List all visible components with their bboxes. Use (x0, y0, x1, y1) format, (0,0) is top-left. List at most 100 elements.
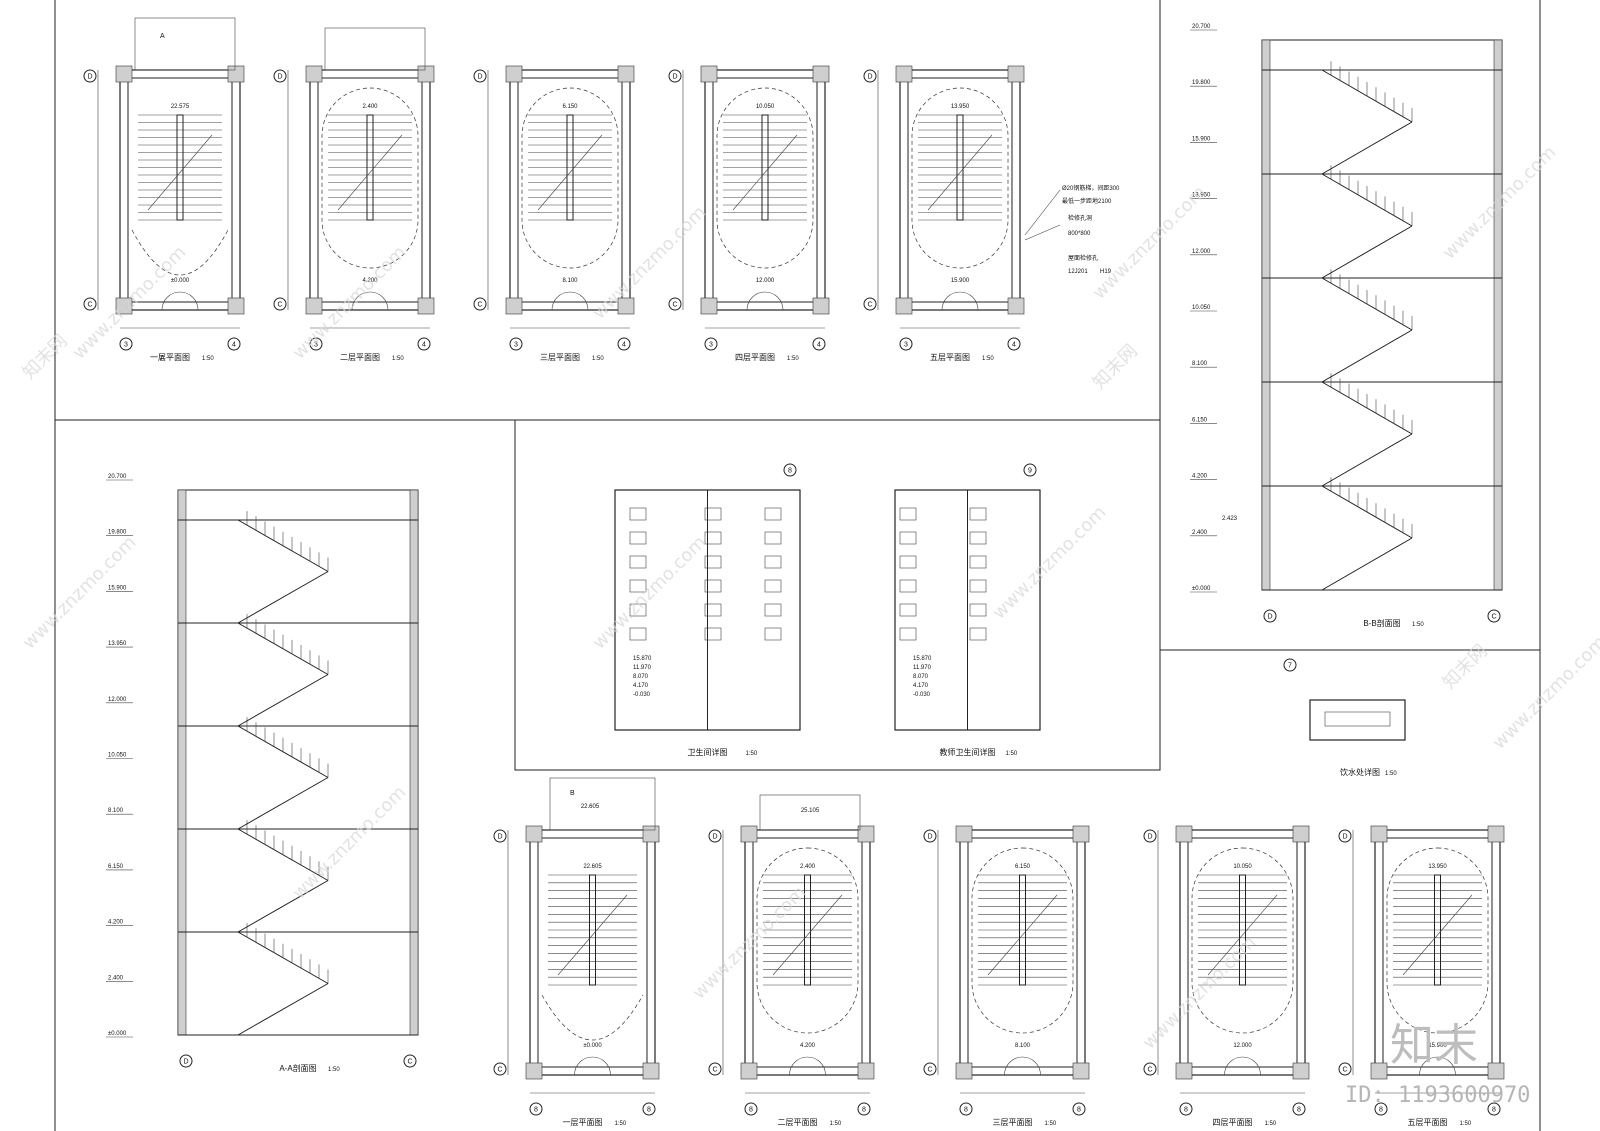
section-axis-left-label: D (183, 1059, 188, 1066)
toilet-scale: 1:50 (746, 751, 758, 757)
axis-bottom-row-circle (668, 297, 682, 311)
axis-right-col-circle (642, 1102, 656, 1116)
door-leaf-left (941, 291, 961, 311)
axis-bottom-row-label: C (672, 302, 677, 309)
axis-left-col-circle (509, 337, 523, 351)
section-level: 8.100 (108, 808, 124, 814)
toilet-stall (629, 555, 647, 569)
axis-top-row-circle (493, 829, 507, 843)
section-axis-left-circle (1263, 609, 1277, 623)
plan-upper-level: 10.050 (756, 104, 775, 110)
plan-scale: 1:50 (592, 356, 604, 362)
canopy-b-level-2 (759, 794, 861, 831)
door-leaf-right (1437, 1056, 1456, 1076)
toilet-stall (704, 531, 722, 545)
hatch-size: 800*800 (1068, 231, 1091, 237)
door-leaf-right (807, 1056, 826, 1076)
section-scale: 1:50 (1412, 622, 1424, 628)
section-axis-left-circle (179, 1054, 193, 1068)
watermark-url: www.znzmo.com (19, 532, 141, 654)
column-3 (417, 297, 435, 315)
column-2 (1175, 1062, 1193, 1080)
axis-top-row-label: D (477, 74, 482, 81)
plan-floor-level: 8.100 (1015, 1043, 1031, 1049)
column-1 (1487, 825, 1505, 843)
stair-break-line (732, 134, 798, 211)
plan-scale: 1:50 (615, 1121, 627, 1127)
plan-upper-level: 13.950 (1428, 864, 1447, 870)
column-3 (642, 1062, 660, 1080)
toilet-stall (764, 531, 782, 545)
door-leaf-left (1419, 1056, 1438, 1076)
plan-title: 四层平面图 (735, 353, 775, 362)
image-id: ID: 1193600970 (1345, 1083, 1530, 1108)
axis-bottom-row-circle (1143, 1062, 1157, 1076)
toilet-stall (629, 603, 647, 617)
axis-right-col-circle (1487, 1102, 1501, 1116)
door-leaf-right (959, 291, 979, 311)
plan-floor-level: 4.200 (800, 1043, 816, 1049)
section-level: 10.050 (108, 753, 127, 759)
door-leaf-left (574, 1056, 593, 1076)
toilet-stall (899, 555, 917, 569)
oval-track (521, 87, 619, 269)
toilet-stall (899, 603, 917, 617)
axis-top-row-circle (668, 69, 682, 83)
axis-right-col-label: 4 (422, 342, 426, 349)
section-level: 10.050 (1192, 305, 1211, 311)
axis-top-row-circle (1143, 829, 1157, 843)
toilet-stall (899, 531, 917, 545)
section-drawing: 20.70019.80015.90013.95012.00010.0508.10… (106, 474, 419, 1073)
door-leaf-left (161, 291, 181, 311)
section-extra-level: 2.423 (1222, 516, 1238, 522)
section-level: 2.400 (1192, 530, 1208, 536)
axis-right-col-circle (227, 337, 241, 351)
column-0 (1175, 825, 1193, 843)
section-wall-left (177, 489, 187, 1036)
toilet-level: 4.170 (913, 683, 929, 689)
oval-track (971, 847, 1074, 1034)
plan-floor-level: 15.900 (951, 278, 970, 284)
stair-flight-lower (1321, 537, 1413, 591)
toilet-stall (764, 627, 782, 641)
stair-flight-lower (1321, 225, 1413, 279)
axis-top-row-circle (1338, 829, 1352, 843)
axis-bottom-row-label: C (867, 302, 872, 309)
stair-handrail-well (176, 114, 184, 221)
plan-upper-level: 10.050 (1233, 864, 1252, 870)
plan-upper-level: 6.150 (1015, 864, 1031, 870)
axis-bottom-row-circle (473, 297, 487, 311)
column-1 (1007, 65, 1025, 83)
column-3 (1292, 1062, 1310, 1080)
plan-upper-level: 2.400 (800, 864, 816, 870)
watermark-brand: 知末网 (19, 331, 72, 384)
column-3 (617, 297, 635, 315)
axis-left-col-circle (744, 1102, 758, 1116)
stair-break-line (337, 134, 403, 211)
door-leaf-left (351, 291, 371, 311)
plan-wall-inner (1187, 837, 1298, 1068)
axis-left-col-circle (1374, 1102, 1388, 1116)
column-1 (642, 825, 660, 843)
toilet-stall (629, 579, 647, 593)
toilet-stall (704, 579, 722, 593)
plan-title: 三层平面图 (993, 1118, 1033, 1127)
section-mark-b: B (570, 790, 575, 797)
section-scale: 1:50 (328, 1067, 340, 1073)
column-0 (305, 65, 323, 83)
column-0 (115, 65, 133, 83)
plan-wall-inner (752, 837, 863, 1068)
brand-logo: 知末 (1390, 1020, 1478, 1071)
column-2 (700, 297, 718, 315)
door-leaf-left (551, 291, 571, 311)
oval-track (1191, 847, 1294, 1034)
axis-top-row-label: D (87, 74, 92, 81)
section-level: 19.800 (108, 530, 127, 536)
section-outline (177, 489, 419, 1036)
section-level: 20.700 (1192, 24, 1211, 30)
